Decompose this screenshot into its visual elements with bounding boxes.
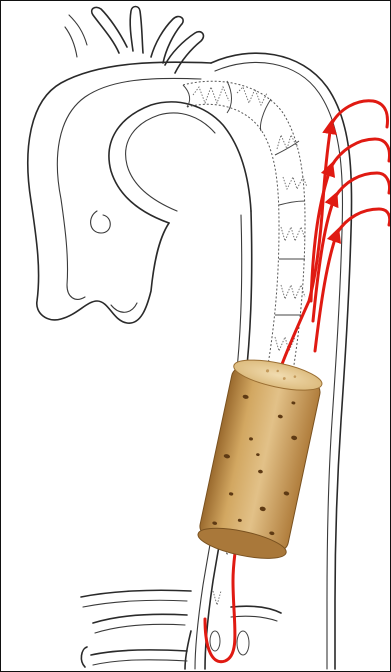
cork-plug xyxy=(196,354,325,564)
abdominal-branches xyxy=(81,590,281,667)
